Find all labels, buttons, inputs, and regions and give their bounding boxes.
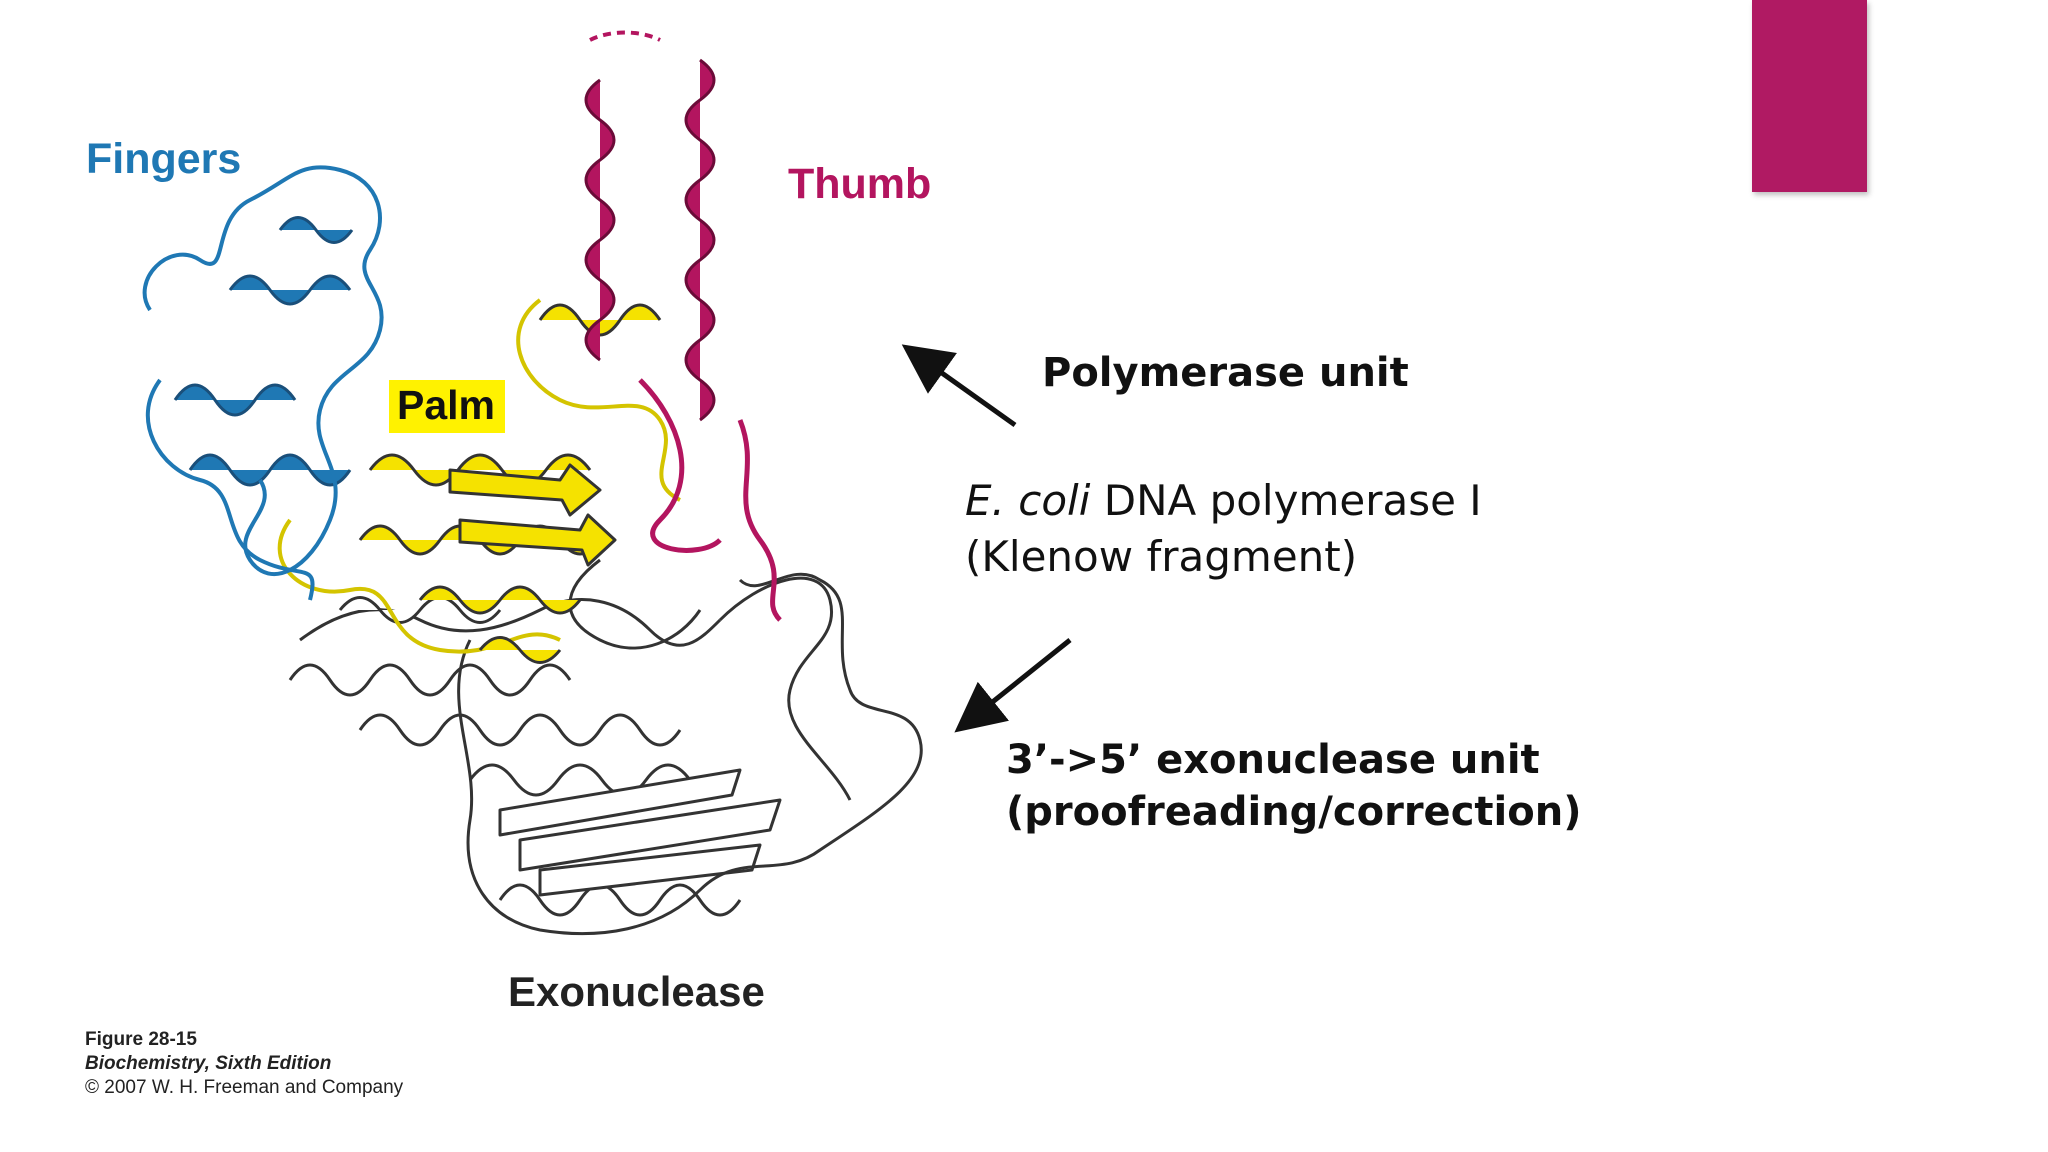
exonuclease-label: Exonuclease [508, 968, 765, 1015]
species-name: E. coli [965, 476, 1091, 525]
figure-caption: Figure 28-15 Biochemistry, Sixth Edition… [85, 1028, 403, 1100]
exonuclease-unit-line1: 3’->5’ exonuclease unit [1006, 737, 1540, 783]
copyright: © 2007 W. H. Freeman and Company [85, 1077, 404, 1098]
enzyme-name-line: E. coli DNA polymerase I [965, 473, 1482, 529]
accent-bar [1752, 0, 1867, 192]
thumb-label: Thumb [788, 160, 932, 208]
thumb-domain [584, 30, 782, 622]
exonuclease-unit-annotation: 3’->5’ exonuclease unit (proofreading/co… [1006, 734, 1581, 838]
polymerase-unit-annotation: Polymerase unit [1042, 350, 1409, 396]
fingers-label: Fingers [86, 135, 242, 183]
palm-domain [277, 298, 681, 664]
figure-number: Figure 28-15 [85, 1029, 197, 1050]
fragment-name: (Klenow fragment) [965, 532, 1358, 581]
palm-label: Palm [389, 380, 505, 433]
enzyme-name: DNA polymerase I [1090, 476, 1482, 525]
book-title: Biochemistry, Sixth Edition [85, 1053, 332, 1074]
enzyme-name-annotation: E. coli DNA polymerase I (Klenow fragmen… [965, 473, 1482, 585]
fingers-domain [142, 165, 384, 601]
exonuclease-domain [288, 558, 923, 936]
exonuclease-unit-line2: (proofreading/correction) [1006, 789, 1582, 835]
